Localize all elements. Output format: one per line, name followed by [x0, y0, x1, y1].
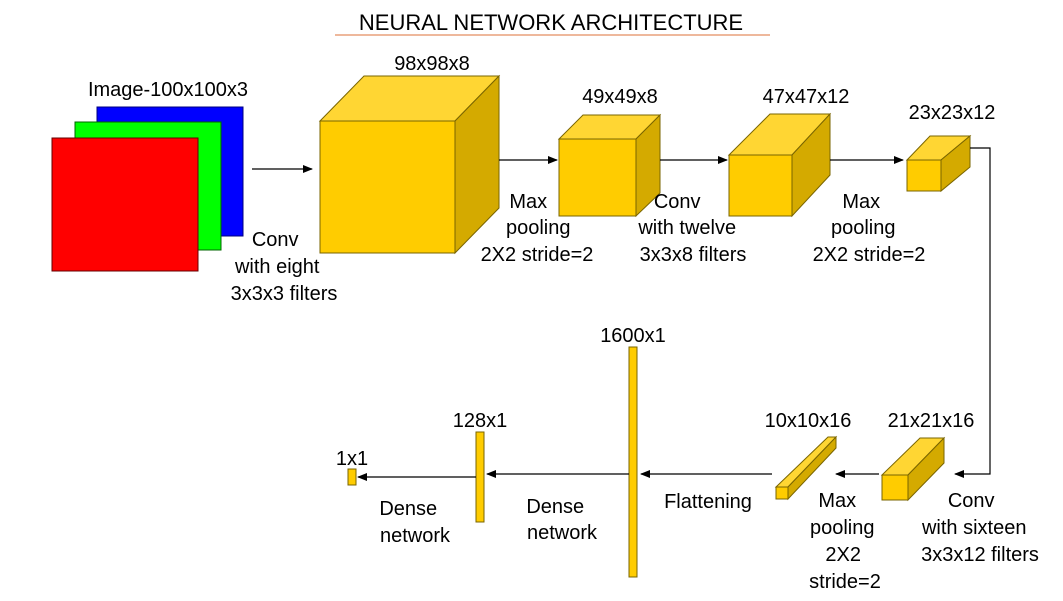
dense2-output-label: 1x1: [336, 448, 368, 470]
pool1-output-label: 49x49x8: [582, 86, 658, 108]
output-node-1x1: [347, 468, 357, 486]
flattened-vector-1600x1: [628, 346, 638, 578]
feature-map-10x10x16: [774, 435, 838, 501]
input-label: Image-100x100x3: [88, 79, 248, 101]
pool1-label: Max pooling 2X2 stride=2: [481, 191, 594, 266]
dense1-label: Dense network: [526, 496, 598, 544]
pool2-output-label: 23x23x12: [909, 102, 996, 124]
feature-map-23x23x12: [905, 134, 972, 193]
arrow-pool2-to-conv3: [954, 147, 991, 478]
feature-map-49x49x8: [557, 113, 662, 218]
feature-map-98x98x8: [318, 74, 501, 255]
conv2-label: Conv with twelve 3x3x8 filters: [637, 191, 746, 266]
pool3-output-label: 10x10x16: [765, 410, 852, 432]
pool2-label: Max pooling 2X2 stride=2: [813, 191, 926, 266]
flatten-output-label: 1600x1: [600, 325, 666, 347]
dense2-label: Dense network: [379, 498, 451, 547]
feature-map-47x47x12: [727, 112, 832, 218]
flatten-label: Flattening: [664, 491, 752, 513]
conv3-label: Conv with sixteen 3x3x12 filters: [921, 490, 1039, 566]
pool3-label: Max pooling 2X2 stride=2: [809, 490, 881, 593]
conv1-output-label: 98x98x8: [394, 53, 470, 75]
feature-map-21x21x16: [880, 436, 946, 502]
dense-vector-128x1: [475, 431, 485, 523]
input-channel-red: [51, 137, 199, 272]
dense1-output-label: 128x1: [453, 410, 508, 432]
conv3-output-label: 21x21x16: [888, 410, 975, 432]
diagram-title: NEURAL NETWORK ARCHITECTURE: [359, 10, 743, 35]
conv2-output-label: 47x47x12: [763, 86, 850, 108]
conv1-label: Conv with eight 3x3x3 filters: [231, 229, 338, 305]
